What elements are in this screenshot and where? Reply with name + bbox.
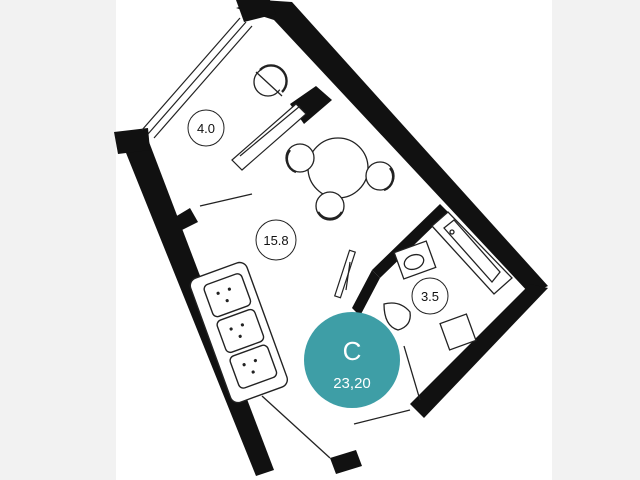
dining-set-icon [285, 137, 395, 221]
bathtub-icon [431, 211, 513, 295]
room-label-balcony: 4.0 [187, 109, 225, 147]
sofa-icon [189, 261, 289, 404]
washing-machine-icon [439, 313, 477, 351]
area-bathroom: 3.5 [421, 289, 439, 304]
door-entry [261, 395, 331, 459]
outer-walls [114, 0, 548, 476]
wall-interior-left [170, 208, 198, 232]
wall-corner-left [114, 128, 150, 154]
sink-icon [393, 240, 437, 280]
chair-bottom-icon [315, 191, 345, 221]
room-label-bathroom: 3.5 [411, 277, 449, 315]
toilet-icon [383, 302, 411, 331]
cabinet-icon [333, 249, 357, 299]
wall-top-right [236, 0, 548, 294]
wall-bath-top [372, 204, 448, 278]
wall-bottom-stub [330, 450, 362, 474]
room-label-living: 15.8 [255, 219, 297, 261]
balcony-door-frame [231, 103, 307, 171]
wall-corner-top [236, 0, 276, 22]
area-balcony: 4.0 [197, 121, 215, 136]
balcony-chair-icon [253, 64, 288, 97]
badge-letter: C [343, 336, 362, 366]
balcony-window [141, 17, 253, 139]
total-area-badge: C 23,20 [304, 312, 400, 408]
door-entry-2 [353, 409, 411, 425]
badge-circle [304, 312, 400, 408]
door-living [199, 193, 253, 207]
wall-right [410, 284, 548, 418]
badge-total-area: 23,20 [333, 375, 371, 392]
dining-table-icon [307, 137, 369, 199]
area-living: 15.8 [263, 233, 288, 248]
door-lines [199, 193, 421, 459]
chair-right-icon [365, 161, 395, 192]
right-margin [552, 0, 640, 480]
wall-bath-left [352, 270, 380, 316]
left-margin [0, 0, 116, 480]
door-bath [403, 345, 421, 401]
chair-left-icon [285, 143, 315, 174]
